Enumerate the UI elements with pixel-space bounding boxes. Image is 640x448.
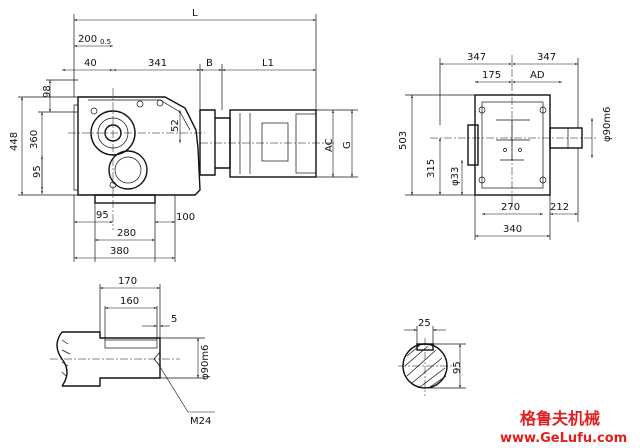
dim-40: 40 <box>84 58 97 69</box>
key-section: 25 95 <box>398 318 466 396</box>
thread-leader <box>156 361 189 413</box>
dim-380: 380 <box>110 246 129 257</box>
lower-gear-outer <box>108 150 148 190</box>
dim-341: 341 <box>148 58 167 69</box>
side-bolt-4 <box>539 176 547 184</box>
shaft-body <box>62 331 161 387</box>
side-flange <box>467 124 479 166</box>
dim-200: 200 <box>78 34 97 45</box>
motor-body <box>229 109 317 178</box>
side-detail-dot-1 <box>503 148 507 152</box>
side-bolts <box>478 106 547 184</box>
dim-phi90-side: φ90m6 <box>602 107 613 142</box>
dim-95-bottom: 95 <box>96 210 109 221</box>
dim-315: 315 <box>426 159 437 178</box>
dim-340: 340 <box>503 224 522 235</box>
shaft-keyway <box>104 339 158 349</box>
dim-448: 448 <box>9 132 20 151</box>
dim-100: 100 <box>176 212 195 223</box>
dim-tolerance: 0.5 <box>100 38 111 46</box>
dim-95-key: 95 <box>452 361 463 374</box>
side-housing-inner <box>481 101 544 189</box>
bolt-top-right <box>136 100 144 108</box>
lower-gear-inner <box>114 156 142 184</box>
dim-G: G <box>342 141 353 149</box>
dim-phi33: φ33 <box>450 167 461 186</box>
dim-160: 160 <box>120 296 139 307</box>
side-detail-dot-2 <box>518 148 522 152</box>
housing-inner-line <box>88 99 191 131</box>
side-view: 347 347 175 AD 503 315 φ33 φ90m6 270 212… <box>398 52 613 240</box>
dim-phi90-shaft: φ90m6 <box>200 345 211 380</box>
dim-L: L <box>192 8 198 19</box>
dim-98: 98 <box>42 85 53 98</box>
dim-270: 270 <box>501 202 520 213</box>
side-bolt-2 <box>539 106 547 114</box>
dim-52: 52 <box>170 119 181 132</box>
dim-503: 503 <box>398 131 409 150</box>
side-bolt-1 <box>478 106 486 114</box>
watermark-url: www.GeLufu.com <box>500 431 627 446</box>
shaft-break-hatch <box>61 339 71 377</box>
dim-AC: AC <box>324 138 335 152</box>
dim-347-right: 347 <box>537 52 556 63</box>
mounting-foot <box>94 194 156 204</box>
dim-B: B <box>206 58 213 69</box>
main-view: L 200 0.5 40 341 B L1 448 98 360 95 <box>9 8 358 262</box>
side-housing <box>474 94 551 196</box>
housing-flange <box>73 104 78 191</box>
motor-adapter <box>199 109 231 176</box>
side-detail-lines <box>496 119 530 161</box>
side-bolt-3 <box>478 176 486 184</box>
dim-170: 170 <box>118 276 137 287</box>
dim-L1: L1 <box>262 58 274 69</box>
bolt-top-left <box>90 107 98 115</box>
dim-95-left: 95 <box>32 165 43 178</box>
watermark-brand: 格鲁夫机械 <box>520 409 600 428</box>
dim-AD: AD <box>530 70 545 81</box>
dim-360: 360 <box>29 130 40 149</box>
thread-label: M24 <box>190 416 211 427</box>
bolt-mid <box>156 99 164 107</box>
dim-175: 175 <box>482 70 501 81</box>
gearbox-housing <box>77 96 201 196</box>
motor-fan-cover <box>295 113 317 174</box>
motor-terminal-box <box>261 122 289 162</box>
dim-347-left: 347 <box>467 52 486 63</box>
dim-212: 212 <box>550 202 569 213</box>
dim-25: 25 <box>418 318 431 329</box>
dim-280: 280 <box>117 228 136 239</box>
shaft-detail: 170 160 5 φ90m6 M24 <box>50 276 215 427</box>
watermark: 格鲁夫机械 www.GeLufu.com <box>500 409 627 446</box>
dim-5: 5 <box>171 314 177 325</box>
key-section-hatch <box>404 344 447 388</box>
